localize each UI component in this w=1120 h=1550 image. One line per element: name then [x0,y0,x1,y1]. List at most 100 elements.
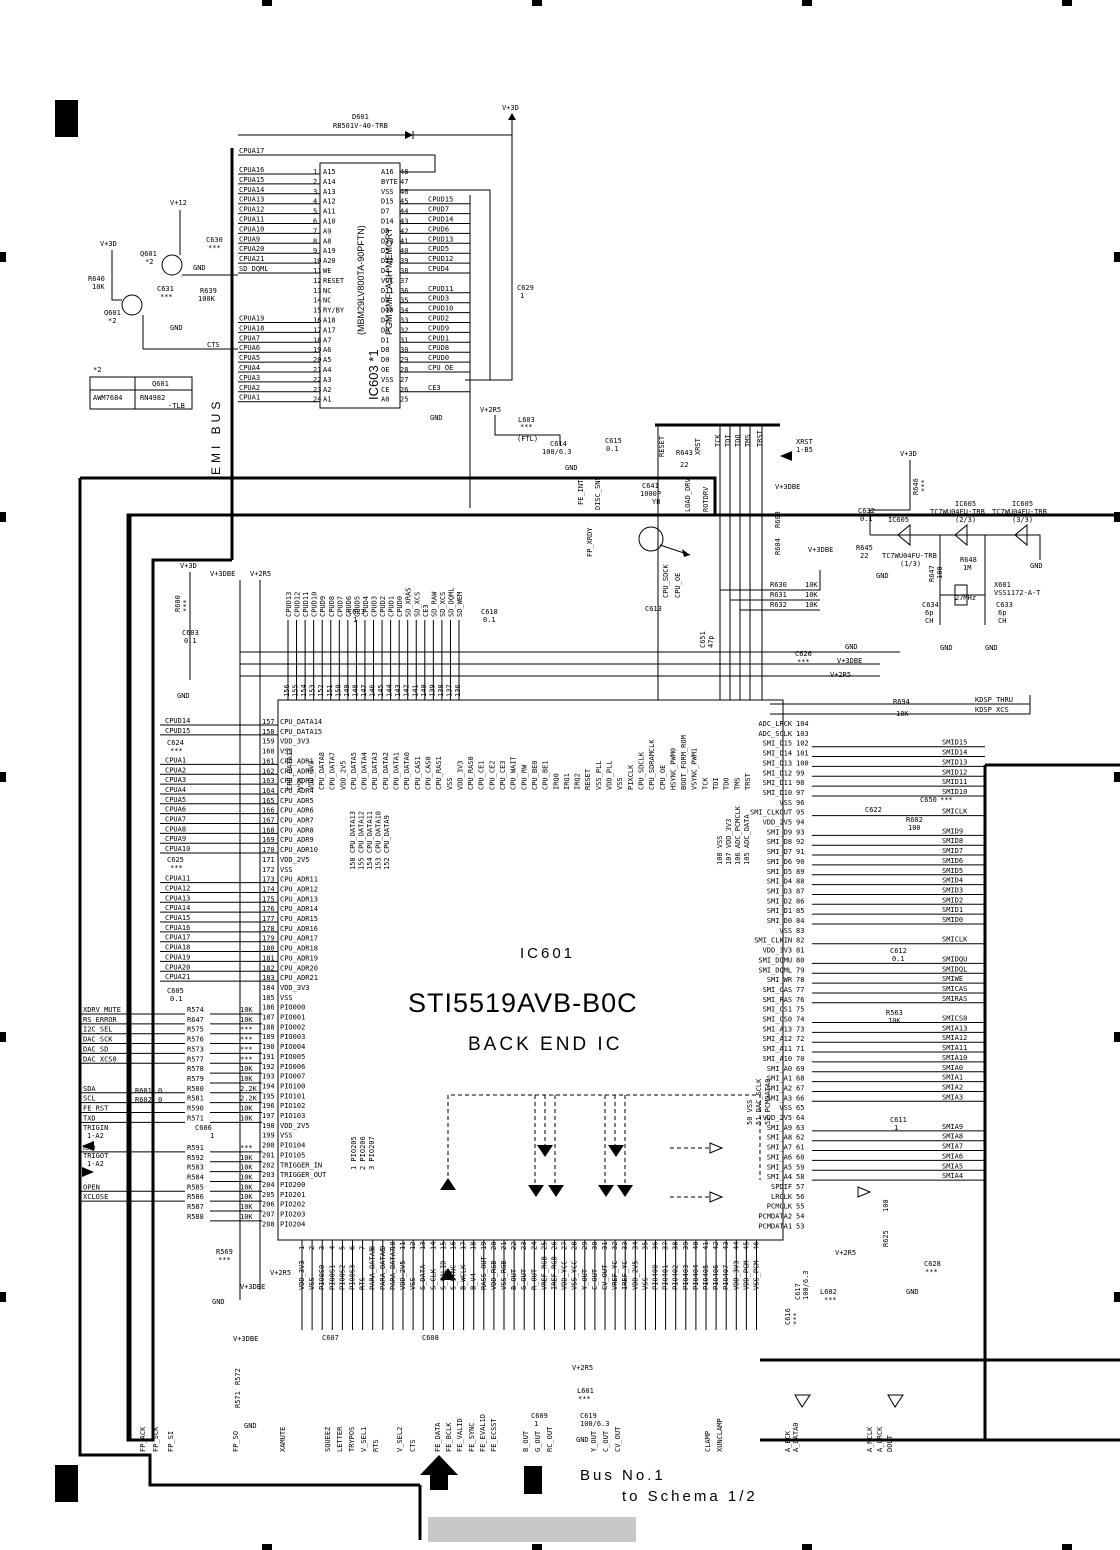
ic601-pin-number: 62 [796,1134,804,1142]
bottom-signal-label: A_MCLK [866,1426,874,1452]
c623-label: C623 [348,608,365,616]
bottom-signal-label: RC_OUT [546,1426,554,1452]
r645-value: 22 [860,552,868,560]
ic601-pin-number: 175 [262,895,275,903]
ic601-pin-number: 71 [796,1045,804,1053]
ic601-pin-number: 76 [796,996,804,1004]
ic601-pin-number: 182 [262,964,275,972]
ic601-pin-name: SMI_D13 [763,759,793,767]
ic601-pin-name: SMI_CAS [763,986,793,994]
ic601-inner-note: 108 VSS [716,835,724,865]
ic601-top-pin-number: 136 [454,684,462,697]
c615-value: 0.1 [606,445,619,453]
c651-label: C651 [699,631,707,648]
ic601-pin-signal: CPUA17 [165,934,190,942]
flash-pin-name: D9 [381,326,389,334]
c641-value: 1000P [640,490,661,498]
flash-ic-body [319,162,401,409]
ic601-pin-name: SMI_D0 [767,917,792,925]
v2r5-right: V+2R5 [830,671,851,679]
c611-value: 1 [894,1124,898,1132]
v2r5-l601: V+2R5 [572,1364,593,1372]
c614-value: 100/6.3 [542,448,572,456]
ic601-pin-name: SMI_D3 [767,887,792,895]
r563-label: R563 [886,1009,903,1017]
ic601-pin-number: 204 [262,1181,275,1189]
ic601-pin-number: 92 [796,838,804,846]
flash-pin-number: 26 [400,386,408,394]
ic601-pin-number: 79 [796,966,804,974]
c626-label: C626 [795,650,812,658]
ic601-pin-number: 173 [262,876,275,884]
c626-value: *** [797,658,810,666]
ic601-pin-name: CPU_ADR21 [280,974,318,982]
variant-table: *2 Q601 AWM7684 RN4982 -TLB [89,366,193,410]
ic601-pin-name: VDD_3V3 [280,738,310,746]
flash-pin-number: 28 [400,366,408,374]
ic601-pin-number: 66 [796,1094,804,1102]
flash-pin-signal: SD_DQML [239,265,269,273]
ic601-pin-number: 188 [262,1023,275,1031]
flash-cts-label: CTS [207,341,220,349]
c611-label: C611 [890,1116,907,1124]
bottom-signal-label: A_LRCK [876,1426,884,1452]
ic601-top-pin-number: 144 [386,684,394,697]
ic601-pin-signal: SMID8 [942,837,963,845]
ic601-top-pin-name: IRQ1 [563,773,571,790]
ic601-pin-number: 178 [262,925,275,933]
pio-signal-label: XDRV_MUTE [83,1006,121,1014]
ic601-pin-number: 96 [796,799,804,807]
flash-pin-name: D6 [381,227,389,235]
trst-signal: TRST [756,429,764,447]
bottom-signal-label: FE_EVAL1D [479,1414,487,1452]
ic601-pin-signal: CPUA1 [165,756,186,764]
x601-part: VSS1172-A-T [994,589,1041,597]
c628-value: *** [925,1268,938,1276]
ic601-inner-note: 52 PCMDATA0 [764,1079,772,1125]
ic601-top-net: CPUD8 [328,596,336,617]
ic601-top-pin-name: CPU_DATA8 [318,752,326,790]
rotdrv-signal: ROTDRV [702,486,710,512]
ic601-pin-signal: CPUA13 [165,894,190,902]
flash-pin-number: 7 [313,227,317,235]
bottom-signal-label: G_OUT [534,1430,542,1452]
ic601-top-pin-name: RESET [584,768,592,790]
r625-label: R625 [882,1230,890,1247]
ic601-top-pin-name: CPU_CAS1 [414,756,422,790]
ic601-pin-signal: CPUA20 [165,963,190,971]
ic601-pin-number: 53 [796,1222,804,1230]
ic601-top-pin-number: 138 [437,684,445,697]
pio-resistor-ref: R592 [187,1154,204,1162]
ic601-pin-name: SMI_D6 [767,858,792,866]
flash-pin-name: D0 [381,356,389,364]
ic601-inner-note: 107 VDD_3V3 [725,819,733,865]
v3d-left: V+3D [180,562,197,570]
pio-resistor-value: 10K [240,1164,253,1172]
ic605-a-part: TC7WU04FU-TRB [930,508,985,516]
l603-type: (FTL) [517,435,538,443]
ic601-pin-number: 207 [262,1211,275,1219]
ic601-pin-signal: CPUA16 [165,924,190,932]
flash-pin-number: 13 [313,287,321,295]
ic601-pin-name: VDD_3V3 [280,984,310,992]
ic601-pin-signal: SMIA6 [942,1152,963,1160]
ic601-pin-name: SMI_D9 [767,828,792,836]
ic601-top-pin-name: CPU_BE1 [542,760,550,790]
ic601-pin-number: 100 [796,759,809,767]
ic601-pin-name: VSS [779,927,792,935]
ic605-b-part: TC7WU04FU-TRB [992,508,1047,516]
ic601-pin-signal: SMIA11 [942,1044,967,1052]
ic601-pin-signal: SMID9 [942,827,963,835]
c605-label: C605 [167,987,184,995]
flash-pin-name: D10 [381,307,394,315]
ic601-desc: BACK END IC [468,1034,622,1055]
pio-resistor-ref: R571 [187,1114,204,1122]
jtag-signals: RESET R643 22 XRST TCK TDI TDO TMS TRST … [657,425,814,700]
flash-pin-number: 21 [313,366,321,374]
flash-pin-number: 12 [313,277,321,285]
ic601-pin-name: SMI_A6 [767,1153,792,1161]
flash-pin-signal: CPUD4 [428,265,449,273]
ic601-pin-number: 164 [262,787,275,795]
ic601-top-pin-number: 151 [326,684,334,697]
